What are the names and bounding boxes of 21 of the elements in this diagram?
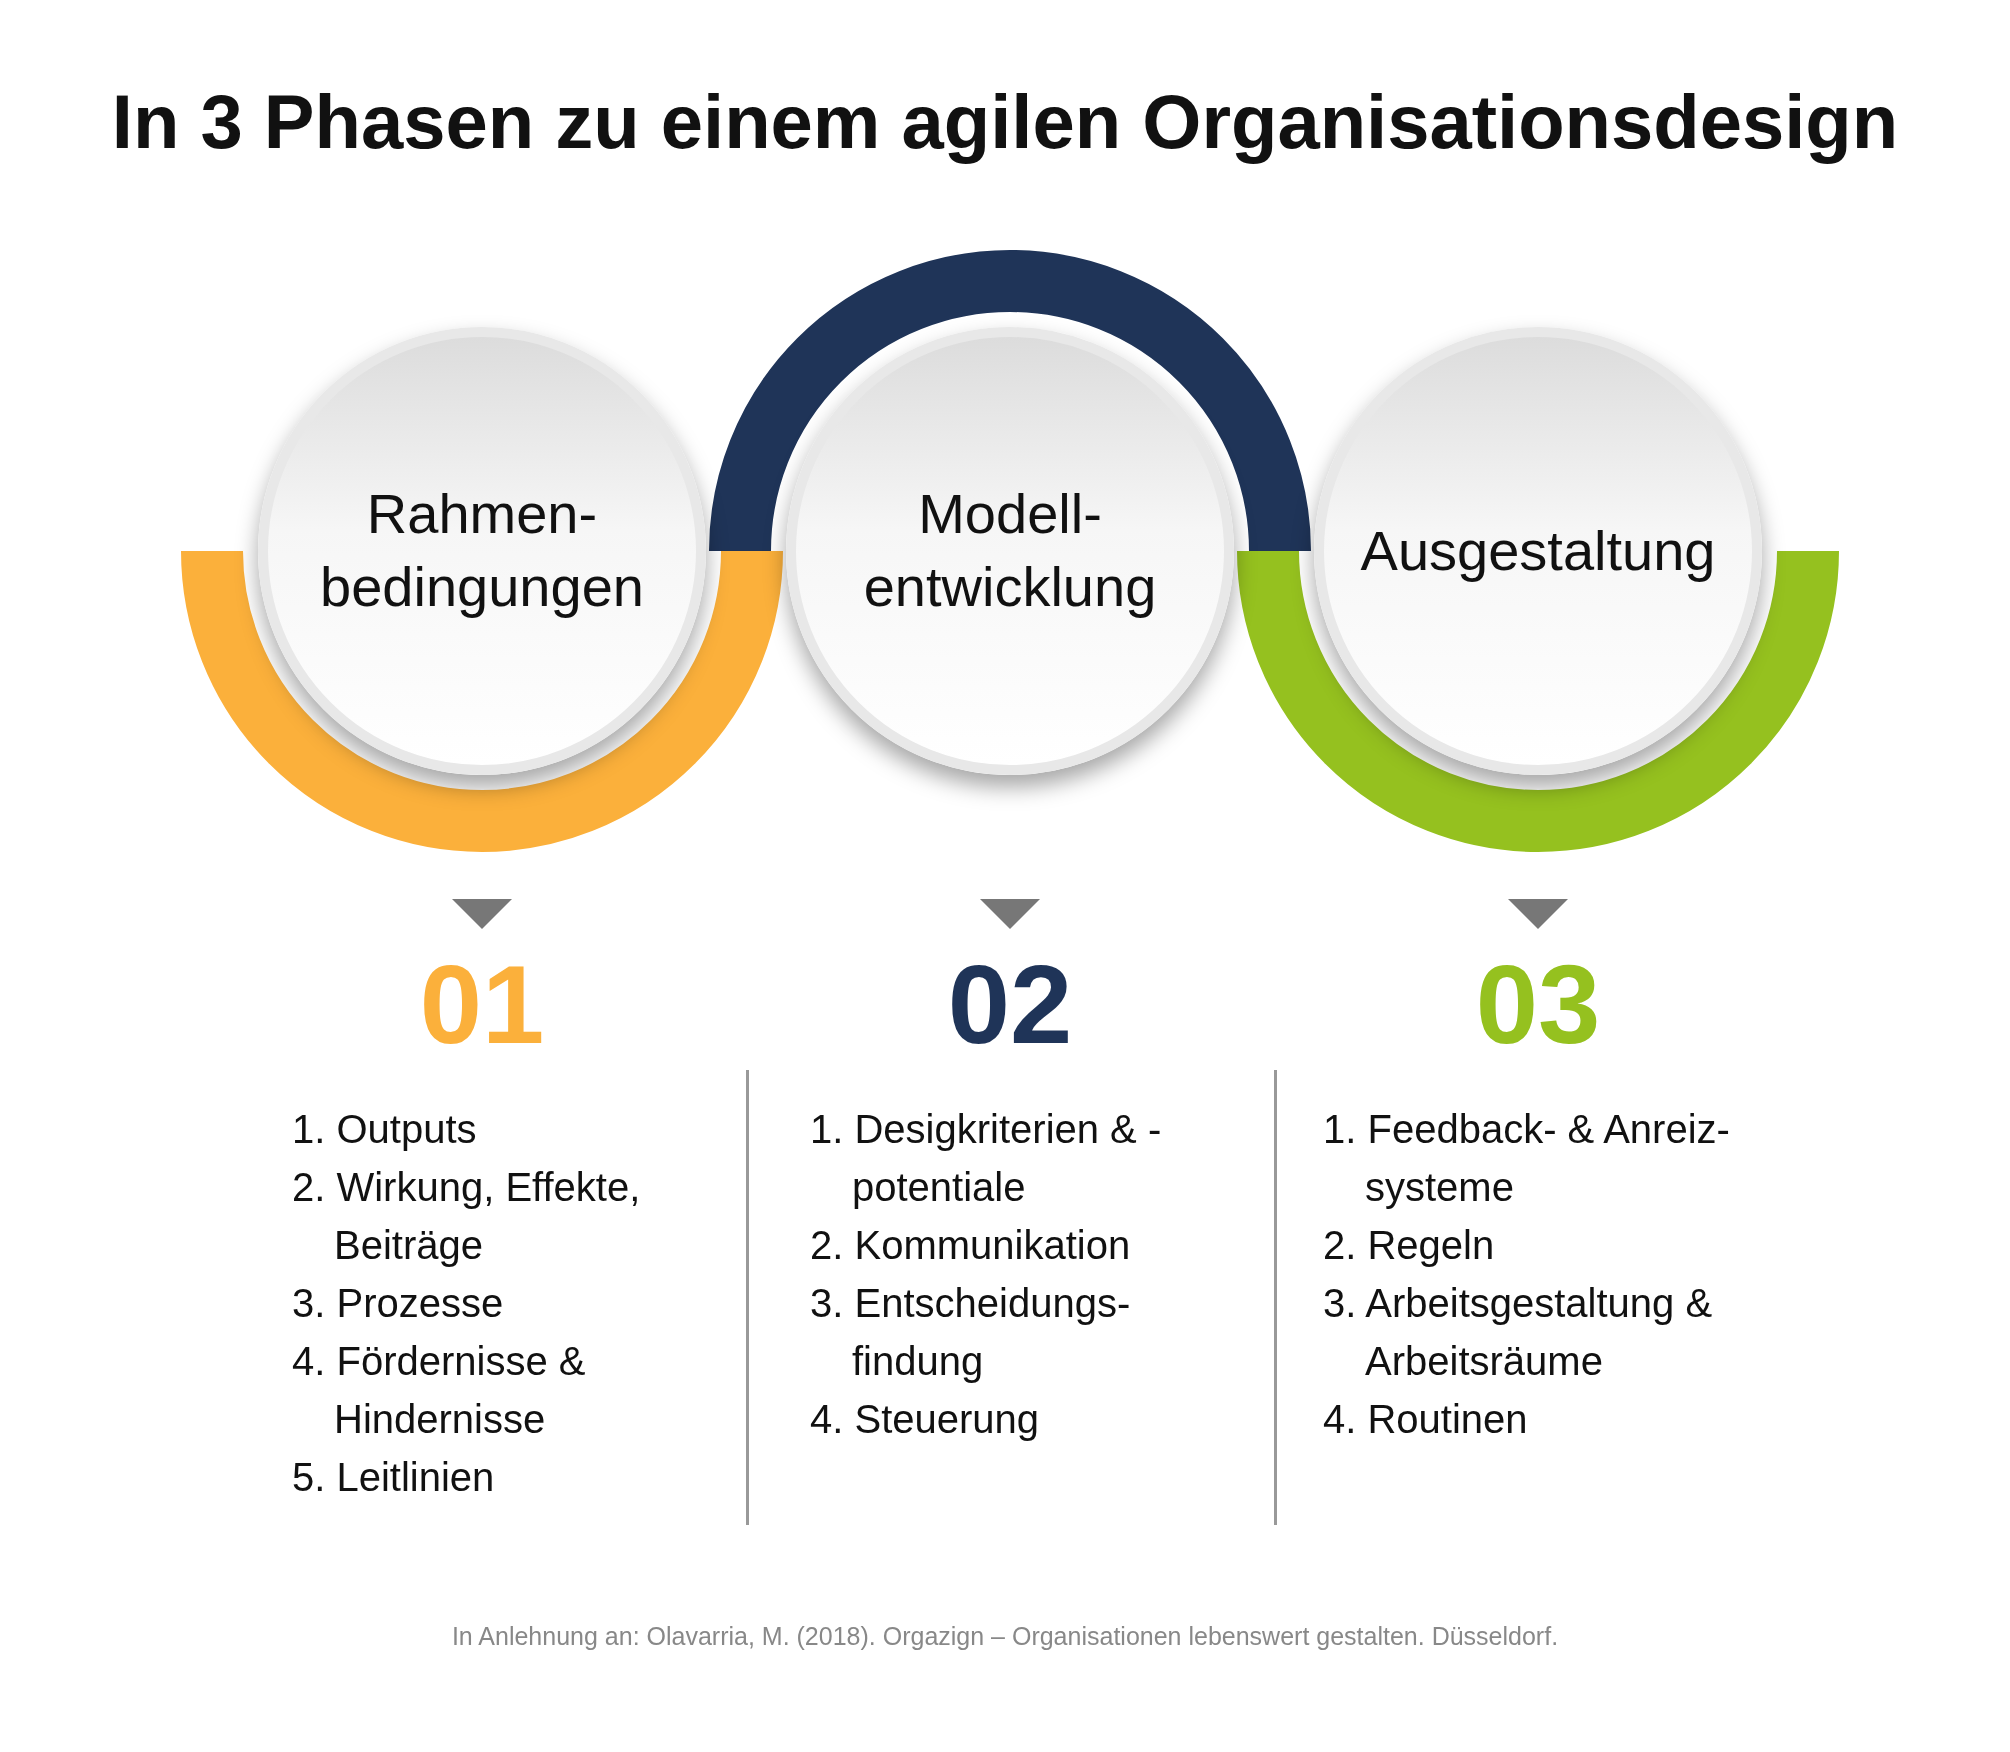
- list-item: 2. Regeln: [1323, 1222, 1496, 1269]
- list-item: 3. Prozesse: [292, 1280, 505, 1327]
- phase-title: Modell- entwicklung: [862, 481, 1158, 620]
- list-item: 3. Arbeitsgestaltung & Arbeitsräume: [1323, 1280, 1714, 1385]
- phase-number: 02: [946, 941, 1074, 1069]
- source-caption: In Anlehnung an: Olavarria, M. (2018). Orgazign – Organisationen lebenswert gestalten. Düsseldorf.: [450, 1622, 1560, 1651]
- list-item: 1. Feedback- & Anreiz- systeme: [1323, 1106, 1731, 1211]
- list-item: 4. Routinen: [1323, 1396, 1529, 1443]
- phase-number: 03: [1474, 941, 1602, 1069]
- list-item: 2. Wirkung, Effekte, Beiträge: [292, 1164, 642, 1269]
- list-item: 4. Steuerung: [810, 1396, 1041, 1443]
- list-item: 4. Fördernisse & Hindernisse: [292, 1338, 587, 1443]
- list-item: 5. Leitlinien: [292, 1454, 496, 1501]
- title: In 3 Phasen zu einem agilen Organisationsdesign: [110, 78, 1900, 165]
- list-item: 3. Entscheidungs- findung: [810, 1280, 1132, 1385]
- phase-title: Rahmen- bedingungen: [319, 481, 645, 620]
- list-item: 2. Kommunikation: [810, 1222, 1132, 1269]
- list-item: 1. Desigkriterien & -potentiale: [810, 1106, 1163, 1211]
- phase-title: Ausgestaltung: [1359, 517, 1717, 584]
- phase-number: 01: [418, 941, 546, 1069]
- list-item: 1. Outputs: [292, 1106, 478, 1153]
